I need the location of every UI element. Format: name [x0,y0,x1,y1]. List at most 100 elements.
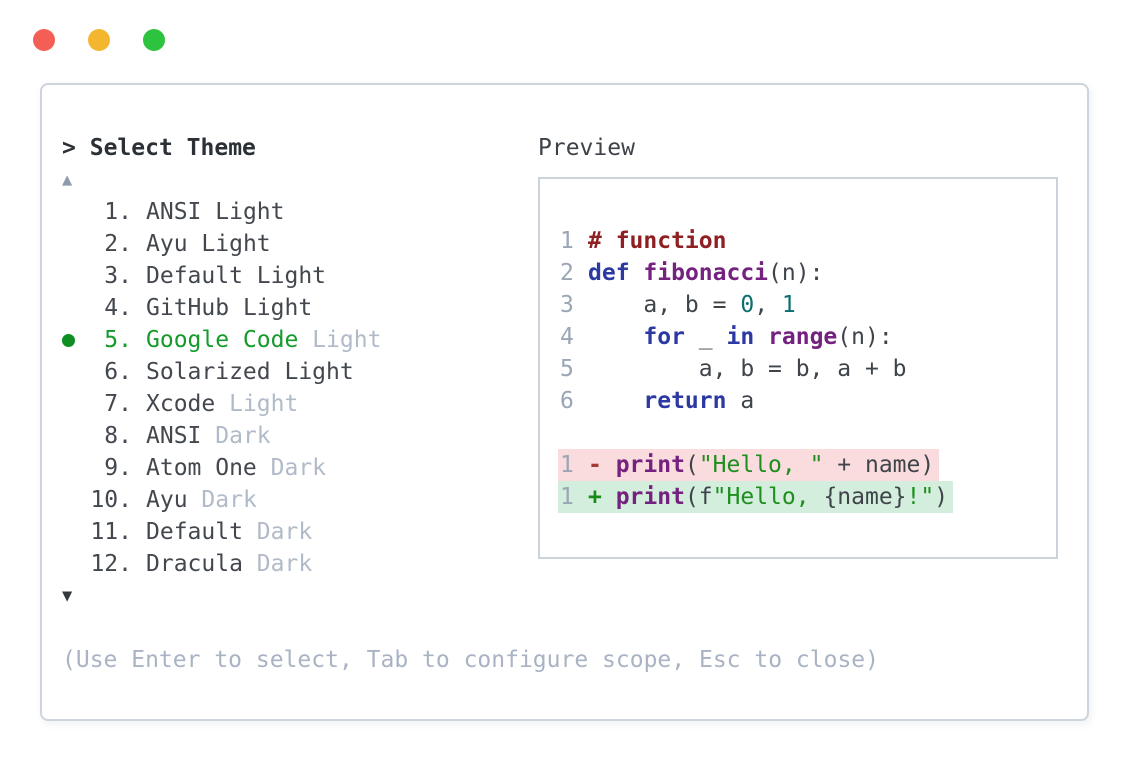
code-token: "Hello, [712,484,824,510]
code-token: + [588,484,616,510]
code-token: return [643,388,727,414]
theme-item-9[interactable]: 9.Atom One Dark [62,452,879,484]
theme-name: GitHub Light [146,292,312,324]
code-line: 5 a, b = b, a + b [560,353,1056,385]
line-number: 6 [560,388,574,414]
scroll-up-indicator[interactable]: ▲ [62,170,73,190]
scroll-down-indicator[interactable]: ▼ [62,586,73,606]
theme-variant: Light [242,295,313,321]
spacer [62,612,879,644]
code-token: , [754,292,782,318]
theme-name: Default Light [146,260,326,292]
theme-item-10[interactable]: 10.Ayu Dark [62,484,879,516]
bullet-placeholder [62,452,90,484]
bullet-placeholder [62,548,90,580]
page-title: Select Theme [89,135,256,161]
bullet-placeholder [62,292,90,324]
theme-item-7[interactable]: 7. Xcode Light [62,388,879,420]
minimize-button[interactable] [87,29,110,51]
theme-name: Solarized Light [146,356,354,388]
bullet-placeholder [62,388,90,420]
code-line: 3 a, b = 0, 1 [560,289,1056,321]
theme-name-text: GitHub [146,295,230,321]
preview-label: Preview [538,135,635,161]
theme-item-6[interactable]: 6. Solarized Light [62,356,879,388]
theme-name: Dracula Dark [146,548,312,580]
theme-item-3[interactable]: 3. Default Light [62,260,879,292]
theme-variant: Dark [256,551,313,577]
selected-bullet-dot [62,334,75,347]
code-token: a, b = [588,292,741,318]
bullet-placeholder [62,516,90,548]
code-token: for [643,324,685,350]
theme-item-5[interactable]: 5.Google Code Light [62,324,879,356]
code-token: - [588,452,616,478]
theme-variant: Dark [256,519,313,545]
theme-name: Xcode Light [146,388,298,420]
bullet-placeholder [62,260,90,292]
code-token: ( [684,452,699,478]
bullet-placeholder [62,196,90,228]
code-token: a [726,388,755,414]
theme-variant: Light [229,391,299,417]
theme-name: Atom One Dark [146,452,326,484]
code-token: 1 [781,292,796,318]
code-token [754,324,768,350]
theme-number: 3. [104,263,132,289]
theme-number: 4. [104,295,132,321]
code-token [588,324,643,350]
code-token [588,388,643,414]
diff-line-added: 1+ print(f"Hello, {name}!") [558,481,1056,513]
theme-variant: Light [284,359,354,385]
line-number: 1 [560,228,574,254]
code-token: a, b = b, a + b [588,356,907,382]
theme-item-2[interactable]: 2.Ayu Light [62,228,879,260]
theme-name: Default Dark [146,516,312,548]
theme-number: 7. [104,391,132,417]
close-button[interactable] [33,29,55,51]
bullet-placeholder [62,356,90,388]
theme-number: 8. [104,423,132,449]
line-number: 1 [560,484,574,510]
theme-name: ANSI Light [146,196,285,228]
code-blank-line [560,417,1056,449]
maximize-button[interactable] [142,29,165,51]
theme-name-text: Xcode [146,391,216,417]
bullet-placeholder [62,484,90,516]
diff-line-highlight: 1- print("Hello, " + name) [558,449,940,481]
code-token: 0 [740,292,755,318]
code-token: # function [588,228,727,254]
code-token: + name) [823,452,935,478]
code-token: in [726,324,755,350]
theme-item-4[interactable]: 4. GitHub Light [62,292,879,324]
code-line: 4 for _ in range(n): [560,321,1056,353]
theme-number: 5. [104,327,132,353]
help-text: (Use Enter to select, Tab to configure s… [62,647,879,673]
code-token: _ [684,324,727,350]
line-number: 5 [560,356,574,382]
theme-number: 12. [90,551,132,577]
theme-item-12[interactable]: 12. Dracula Dark [62,548,879,580]
theme-variant: Light [215,199,285,225]
theme-item-8[interactable]: 8.ANSI Dark [62,420,879,452]
code-token: !" [906,484,935,510]
theme-name-text: Default [146,263,243,289]
theme-name-text: ANSI [146,199,202,225]
theme-name-text: Ayu [146,487,188,513]
code-line: 1 # function [560,225,1056,257]
theme-variant: Light [312,327,382,353]
theme-number: 6. [104,359,132,385]
window-controls [33,29,184,51]
theme-name: Ayu Light [146,228,271,260]
theme-item-11[interactable]: 11.Default Dark [62,516,879,548]
diff-line-removed: 1- print("Hello, " + name) [558,449,1056,481]
theme-name: Ayu Dark [146,484,257,516]
theme-variant: Light [256,263,327,289]
theme-item-1[interactable]: 1.ANSI Light [62,196,879,228]
